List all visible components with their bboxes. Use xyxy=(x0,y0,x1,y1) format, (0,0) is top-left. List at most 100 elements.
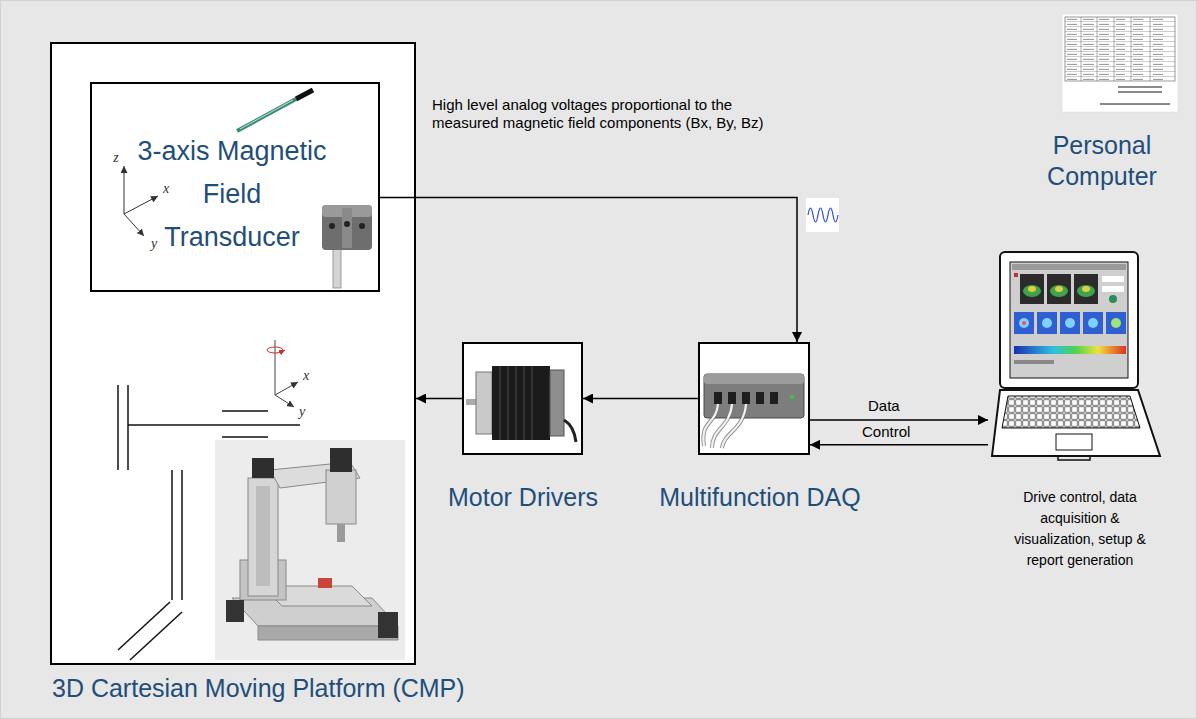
platform-title: 3D Cartesian Moving Platform (CMP) xyxy=(52,673,468,703)
signal-arrow xyxy=(810,444,988,446)
stepper-motor-photo xyxy=(500,366,532,440)
rail-schematic xyxy=(222,436,268,438)
laptop-illustration xyxy=(1014,346,1126,354)
laptop-illustration xyxy=(1010,262,1128,378)
stepper-motor-photo xyxy=(466,399,476,405)
platform-axes xyxy=(267,347,283,353)
laptop-illustration xyxy=(1019,318,1029,328)
laptop-illustration xyxy=(1056,434,1092,450)
laptop-illustration xyxy=(1002,396,1140,428)
laptop-illustration xyxy=(1014,360,1054,364)
transducer-head xyxy=(322,205,372,288)
cartesian-platform-render xyxy=(326,470,356,524)
computer-title: Personal Computer xyxy=(1027,130,1177,193)
laptop-illustration xyxy=(1020,274,1044,304)
transducer-axes xyxy=(124,196,158,214)
axis-letter: y xyxy=(296,404,308,419)
cartesian-platform-render xyxy=(378,612,398,638)
platform-axes xyxy=(275,382,298,395)
platform-axes xyxy=(267,340,298,407)
daq-device-photo xyxy=(704,374,804,384)
signal-waveform-icon xyxy=(808,208,838,222)
rail-schematic xyxy=(117,385,119,470)
signal-arrow xyxy=(380,198,797,343)
axis-letter: y xyxy=(148,236,160,251)
laptop-illustration xyxy=(1102,276,1124,282)
laptop-illustration xyxy=(1042,318,1052,328)
transducer-head xyxy=(344,221,350,227)
stepper-motor-photo xyxy=(550,370,564,436)
transducer-axes xyxy=(124,214,144,236)
laptop-illustration xyxy=(1083,312,1103,334)
arrow-label: Control xyxy=(862,423,942,441)
cartesian-platform-render xyxy=(240,560,286,600)
report-thumbnail xyxy=(1100,103,1170,105)
cartesian-platform-render xyxy=(215,440,405,660)
transducer-box: 3-axis Magnetic Field Transducer xyxy=(90,82,380,292)
laptop-illustration xyxy=(992,252,1160,460)
signal-arrow xyxy=(416,398,462,400)
rail-schematic xyxy=(118,385,300,660)
transducer-head xyxy=(329,223,335,229)
rail-schematic xyxy=(181,470,183,600)
laptop-illustration xyxy=(992,390,1160,456)
daq-device-photo xyxy=(703,404,746,448)
platform-axes xyxy=(281,350,285,352)
signal-waveform-icon xyxy=(806,198,839,232)
axis-letter: x xyxy=(160,181,172,196)
laptop-illustration xyxy=(1106,312,1126,334)
cartesian-platform-render xyxy=(248,478,278,596)
laptop-illustration xyxy=(1047,274,1071,304)
daq-device-photo xyxy=(770,392,778,404)
report-thumbnail xyxy=(1062,14,1178,112)
cartesian-platform-render xyxy=(270,462,360,488)
report-thumbnail xyxy=(1118,86,1162,88)
transducer-head xyxy=(342,208,352,248)
stepper-motor-photo xyxy=(492,366,550,440)
report-thumbnail xyxy=(1118,91,1162,93)
transducer-axes xyxy=(124,166,125,214)
cartesian-platform-render xyxy=(258,626,398,640)
axis-letter: z xyxy=(110,150,122,165)
computer-description: Drive control, data acquisition & visual… xyxy=(1008,487,1153,571)
laptop-illustration xyxy=(1074,274,1098,304)
signal-label: High level analog voltages proportional … xyxy=(432,96,777,132)
laptop-illustration xyxy=(1065,318,1075,328)
daq-title: Multifunction DAQ xyxy=(655,482,865,512)
laptop-illustration xyxy=(1109,295,1117,303)
computer-node-outline xyxy=(988,250,1160,462)
computer-node: Personal ComputerDrive control, data acq… xyxy=(985,125,1180,585)
laptop-illustration xyxy=(1102,286,1124,292)
daq-device-photo xyxy=(714,392,722,404)
cartesian-platform-render xyxy=(226,600,244,622)
laptop-illustration xyxy=(1088,318,1098,328)
stepper-motor-photo xyxy=(476,372,492,434)
daq-device-photo xyxy=(703,404,746,448)
laptop-illustration xyxy=(1012,264,1126,270)
cartesian-platform-render xyxy=(215,440,405,660)
motor-driver-box: Motor Drivers xyxy=(440,342,606,522)
laptop-illustration xyxy=(1050,285,1068,297)
cartesian-platform-render xyxy=(262,586,372,606)
stepper-motor-photo xyxy=(564,420,576,442)
daq-device-photo xyxy=(704,374,804,418)
cartesian-platform-render xyxy=(337,524,345,542)
motor-driver-box-outline xyxy=(462,342,583,455)
transducer-head xyxy=(322,205,372,250)
rail-schematic xyxy=(128,424,300,426)
rail-schematic xyxy=(171,470,173,600)
rail-schematic xyxy=(118,602,170,650)
sensor-probe xyxy=(237,99,296,131)
laptop-illustration xyxy=(1082,286,1090,292)
platform-axes xyxy=(275,340,276,395)
transducer-head xyxy=(359,223,365,229)
laptop-illustration xyxy=(1023,285,1041,297)
daq-device-photo xyxy=(742,392,750,404)
stepper-motor-photo xyxy=(466,366,576,442)
daq-box-outline xyxy=(698,342,810,455)
laptop-illustration xyxy=(1028,286,1036,292)
cartesian-platform-render xyxy=(252,458,274,478)
daq-device-photo xyxy=(790,395,794,399)
arrow-label: Data xyxy=(868,397,928,415)
